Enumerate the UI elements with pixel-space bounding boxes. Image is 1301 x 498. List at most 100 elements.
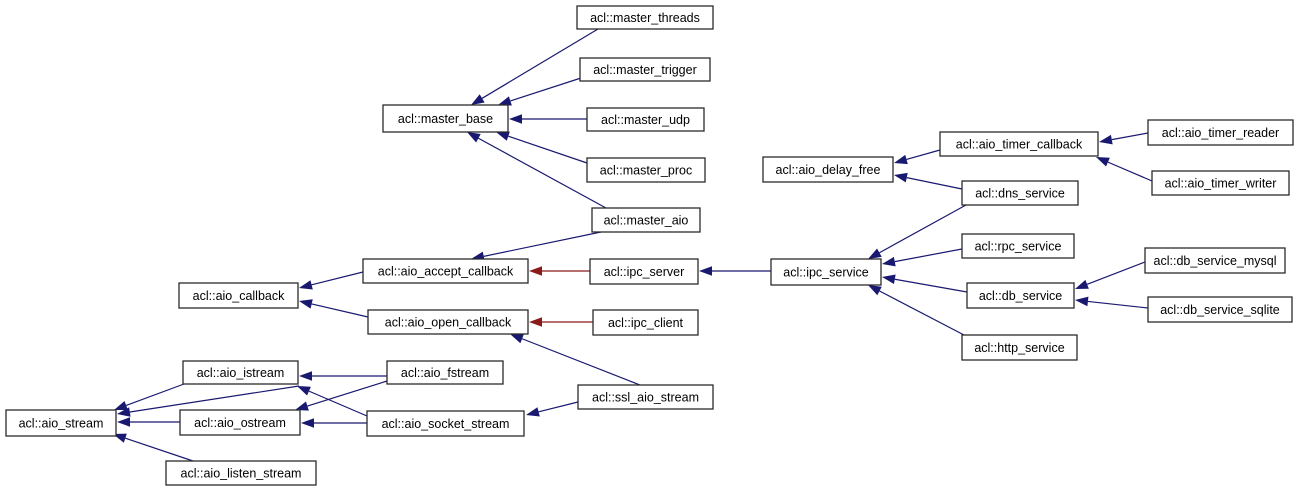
node-aio_fstream[interactable]: acl::aio_fstream xyxy=(386,360,504,385)
node-aio_timer_reader[interactable]: acl::aio_timer_reader xyxy=(1147,119,1294,146)
edge-line-master_aio--master_base xyxy=(478,137,607,209)
node-label: acl::aio_fstream xyxy=(401,366,489,380)
edge-line-ssl_aio_stream--aio_open_callback xyxy=(521,338,641,386)
node-aio_timer_callback[interactable]: acl::aio_timer_callback xyxy=(939,131,1099,157)
edge-line-master_threads--master_base xyxy=(481,28,599,99)
node-aio_socket_stream[interactable]: acl::aio_socket_stream xyxy=(366,410,525,437)
node-box xyxy=(966,282,1075,309)
node-label: acl::master_udp xyxy=(601,113,690,127)
node-db_service_mysql[interactable]: acl::db_service_mysql xyxy=(1144,247,1286,274)
node-master_proc[interactable]: acl::master_proc xyxy=(586,157,706,183)
edge-line-master_aio--aio_accept_callback xyxy=(483,231,602,257)
node-box xyxy=(1144,247,1286,274)
node-label: acl::ssl_aio_stream xyxy=(592,391,699,405)
edge-arrowhead-ssl_aio_stream--aio_socket_stream xyxy=(526,407,540,417)
node-label: acl::master_base xyxy=(398,112,493,126)
node-db_service_sqlite[interactable]: acl::db_service_sqlite xyxy=(1147,296,1293,323)
node-box xyxy=(577,384,714,410)
edge-arrowhead-dns_service--aio_delay_free xyxy=(894,172,908,183)
node-label: acl::aio_socket_stream xyxy=(382,417,510,431)
node-rpc_service[interactable]: acl::rpc_service xyxy=(961,233,1075,259)
node-box xyxy=(1147,119,1294,146)
edge-line-aio_socket_stream--aio_istream xyxy=(308,390,368,417)
edge-line-rpc_service--ipc_service xyxy=(894,248,963,263)
node-master_aio[interactable]: acl::master_aio xyxy=(591,207,701,233)
edge-line-db_service--ipc_service xyxy=(894,278,968,293)
node-ipc_server[interactable]: acl::ipc_server xyxy=(589,258,699,285)
node-ssl_aio_stream[interactable]: acl::ssl_aio_stream xyxy=(577,384,714,410)
edge-line-dns_service--ipc_service xyxy=(879,204,967,254)
node-aio_stream[interactable]: acl::aio_stream xyxy=(5,409,117,437)
node-label: acl::aio_timer_reader xyxy=(1162,126,1279,140)
node-aio_ostream[interactable]: acl::aio_ostream xyxy=(179,409,301,436)
edge-arrowhead-aio_timer_writer--aio_timer_callback xyxy=(1096,157,1110,167)
node-label: acl::rpc_service xyxy=(975,240,1062,254)
edge-arrowhead-aio_fstream--aio_ostream xyxy=(295,401,309,411)
edge-arrowhead-aio_istream--aio_stream xyxy=(117,407,131,417)
node-master_threads[interactable]: acl::master_threads xyxy=(576,5,714,30)
edge-arrowhead-master_aio--master_base xyxy=(467,132,481,143)
node-box xyxy=(165,460,317,486)
node-aio_delay_free[interactable]: acl::aio_delay_free xyxy=(762,156,894,183)
node-ipc_client[interactable]: acl::ipc_client xyxy=(592,309,699,336)
node-box xyxy=(586,107,705,132)
node-box xyxy=(961,180,1079,206)
edge-arrowhead-ssl_aio_stream--aio_open_callback xyxy=(510,334,524,344)
node-master_trigger[interactable]: acl::master_trigger xyxy=(579,57,711,82)
node-box xyxy=(576,5,714,30)
node-aio_timer_writer[interactable]: acl::aio_timer_writer xyxy=(1151,170,1290,196)
edge-line-db_service_mysql--db_service xyxy=(1086,261,1146,285)
edge-line-aio_istream--aio_stream xyxy=(129,385,300,413)
edge-arrowhead-master_udp--master_base xyxy=(509,114,522,124)
node-aio_accept_callback[interactable]: acl::aio_accept_callback xyxy=(362,258,529,284)
edge-line-master_proc--master_base xyxy=(508,135,588,164)
node-aio_open_callback[interactable]: acl::aio_open_callback xyxy=(367,309,529,335)
node-aio_callback[interactable]: acl::aio_callback xyxy=(178,282,299,309)
edge-line-aio_fstream--aio_ostream xyxy=(307,380,388,407)
node-label: acl::aio_callback xyxy=(193,289,285,303)
edge-arrowhead-aio_fstream--aio_istream xyxy=(299,371,312,381)
edge-arrowhead-aio_timer_callback--aio_delay_free xyxy=(894,154,908,165)
edge-line-aio_listen_stream--aio_stream xyxy=(125,437,194,462)
node-label: acl::http_service xyxy=(974,341,1064,355)
edge-arrowhead-aio_open_callback--aio_callback xyxy=(299,299,313,309)
node-aio_istream[interactable]: acl::aio_istream xyxy=(182,360,299,385)
node-label: acl::aio_timer_callback xyxy=(956,138,1083,152)
node-ipc_service[interactable]: acl::ipc_service xyxy=(770,258,882,286)
node-box xyxy=(179,409,301,436)
node-box xyxy=(367,309,529,335)
edge-line-master_trigger--master_base xyxy=(510,77,582,102)
node-box xyxy=(589,258,699,285)
node-box xyxy=(591,207,701,233)
node-box xyxy=(362,258,529,284)
edge-arrowhead-master_proc--master_base xyxy=(496,131,510,141)
node-label: acl::aio_accept_callback xyxy=(378,265,514,279)
node-label: acl::db_service xyxy=(979,289,1062,303)
edge-arrowhead-db_service_mysql--db_service xyxy=(1075,279,1089,289)
edge-line-ssl_aio_stream--aio_socket_stream xyxy=(538,401,579,413)
node-master_udp[interactable]: acl::master_udp xyxy=(586,107,705,132)
node-master_base[interactable]: acl::master_base xyxy=(382,104,509,133)
node-aio_listen_stream[interactable]: acl::aio_listen_stream xyxy=(165,460,317,486)
edge-arrowhead-aio_ostream--aio_stream xyxy=(117,417,130,427)
edge-arrowhead-aio_socket_stream--aio_ostream xyxy=(301,418,314,428)
node-box xyxy=(939,131,1099,157)
edge-arrowhead-aio_socket_stream--aio_istream xyxy=(297,386,311,396)
node-label: acl::aio_istream xyxy=(197,366,285,380)
edge-arrowhead-ipc_client--aio_open_callback xyxy=(529,317,542,327)
node-label: acl::master_trigger xyxy=(593,63,697,77)
node-label: acl::aio_listen_stream xyxy=(181,467,302,481)
node-dns_service[interactable]: acl::dns_service xyxy=(961,180,1079,206)
node-http_service[interactable]: acl::http_service xyxy=(961,334,1078,361)
edge-arrowhead-dns_service--ipc_service xyxy=(868,248,882,259)
edge-arrowhead-rpc_service--ipc_service xyxy=(882,256,896,267)
node-label: acl::aio_ostream xyxy=(194,416,286,430)
node-box xyxy=(182,360,299,385)
node-label: acl::aio_stream xyxy=(19,417,104,431)
edge-line-db_service_sqlite--db_service xyxy=(1087,300,1149,309)
edge-line-aio_istream--aio_stream xyxy=(125,383,185,407)
node-db_service[interactable]: acl::db_service xyxy=(966,282,1075,309)
edge-line-dns_service--aio_delay_free xyxy=(906,177,963,190)
